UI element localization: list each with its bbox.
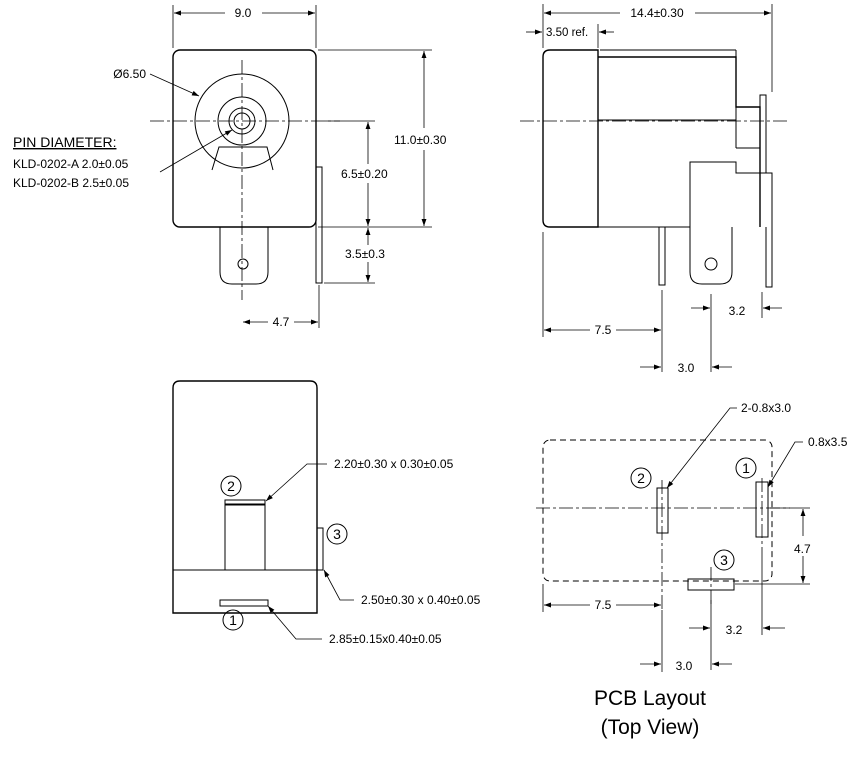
side-lower-bracket	[689, 161, 773, 288]
bottom-body-outline	[172, 380, 318, 614]
bottom-pin2-label: 2	[227, 478, 235, 494]
pin-diameter-title: PIN DIAMETER:	[13, 134, 116, 150]
front-pin-hole	[237, 258, 249, 270]
pin3-size-label: 2.50±0.30 x 0.40±0.05	[361, 593, 481, 607]
pcb-outline	[542, 439, 773, 582]
bottom-view: 2 3 1 2.20±0.30 x 0.30±0.05 2.50±0.30 x …	[172, 380, 481, 646]
pcb-layout-subtitle: (Top View)	[601, 716, 700, 739]
length-dim-label: 14.4±0.30	[630, 6, 684, 20]
front-bottom-pin	[219, 227, 269, 285]
side-front-pin	[658, 226, 666, 286]
pcb-dim-3-0: 3.0	[676, 659, 693, 673]
side-rear-contact	[759, 94, 767, 174]
pin-offset-label: 4.7	[273, 315, 290, 329]
front-body-outline	[172, 49, 317, 228]
pcb-pin1-marker	[735, 457, 757, 479]
pcb-slot-pin3	[687, 578, 735, 591]
side-bottom-tab	[689, 227, 733, 285]
front-view: 9.0 Ø6.50 PIN DIAMETER: KLD-0202-A 2.0±0…	[13, 5, 447, 329]
pcb-slot-pin2	[656, 487, 669, 534]
width-dim-label: 9.0	[235, 6, 252, 20]
front-contact-spring	[211, 146, 274, 171]
pcb-dim-3-2: 3.2	[726, 623, 743, 637]
pin-diameter-b: KLD-0202-B 2.5±0.05	[13, 176, 129, 190]
bottom-inner-slot	[224, 499, 266, 570]
bottom-pin1-marker	[222, 609, 244, 631]
pcb-pin2-label: 2	[637, 470, 645, 486]
side-pin-hole	[704, 257, 718, 271]
pcb-pin1-label: 1	[742, 460, 750, 476]
diameter-label: Ø6.50	[113, 67, 146, 81]
bottom-pin1-tab	[219, 599, 269, 607]
pcb-layout-view: 2 1 3 2-0.8x3.0 0.8x3.5 4.7 7.5 3.2 3.0	[536, 401, 848, 739]
pcb-pin2-marker	[630, 467, 652, 489]
side-dim-3-0: 3.0	[678, 361, 695, 375]
ref-dim-label: 3.50 ref.	[546, 27, 588, 39]
side-dim-7-5: 7.5	[595, 323, 612, 337]
bottom-pin2-tab	[224, 499, 266, 505]
bottom-pin3-marker	[326, 523, 348, 545]
front-side-pin	[315, 166, 323, 284]
pin-length-label: 3.5±0.3	[345, 247, 385, 261]
pcb-layout-title: PCB Layout	[594, 687, 706, 710]
bottom-pin3-tab	[316, 527, 324, 571]
slot-size-right-label: 0.8x3.5	[808, 435, 848, 449]
pcb-pin3-marker	[713, 549, 735, 571]
pcb-pin3-label: 3	[720, 552, 728, 568]
pcb-dim-7-5: 7.5	[595, 598, 612, 612]
pcb-dim-4-7: 4.7	[794, 542, 811, 556]
bottom-pin2-marker	[220, 475, 242, 497]
side-front-body	[542, 49, 599, 228]
pin-diameter-a: KLD-0202-A 2.0±0.05	[13, 157, 129, 171]
center-height-label: 6.5±0.20	[341, 167, 388, 181]
side-dim-3-2: 3.2	[729, 304, 746, 318]
height-dim-label: 11.0±0.30	[394, 133, 447, 147]
bottom-pin3-label: 3	[333, 526, 341, 542]
pcb-slot-pin1	[755, 481, 769, 538]
pin1-size-label: 2.85±0.15x0.40±0.05	[329, 632, 442, 646]
pin2-size-label: 2.20±0.30 x 0.30±0.05	[334, 457, 454, 471]
side-view: 14.4±0.30 3.50 ref. 7.5 3.0 3.2	[520, 4, 790, 375]
slot-size-left-label: 2-0.8x3.0	[741, 401, 791, 415]
bottom-pin1-label: 1	[229, 612, 237, 628]
